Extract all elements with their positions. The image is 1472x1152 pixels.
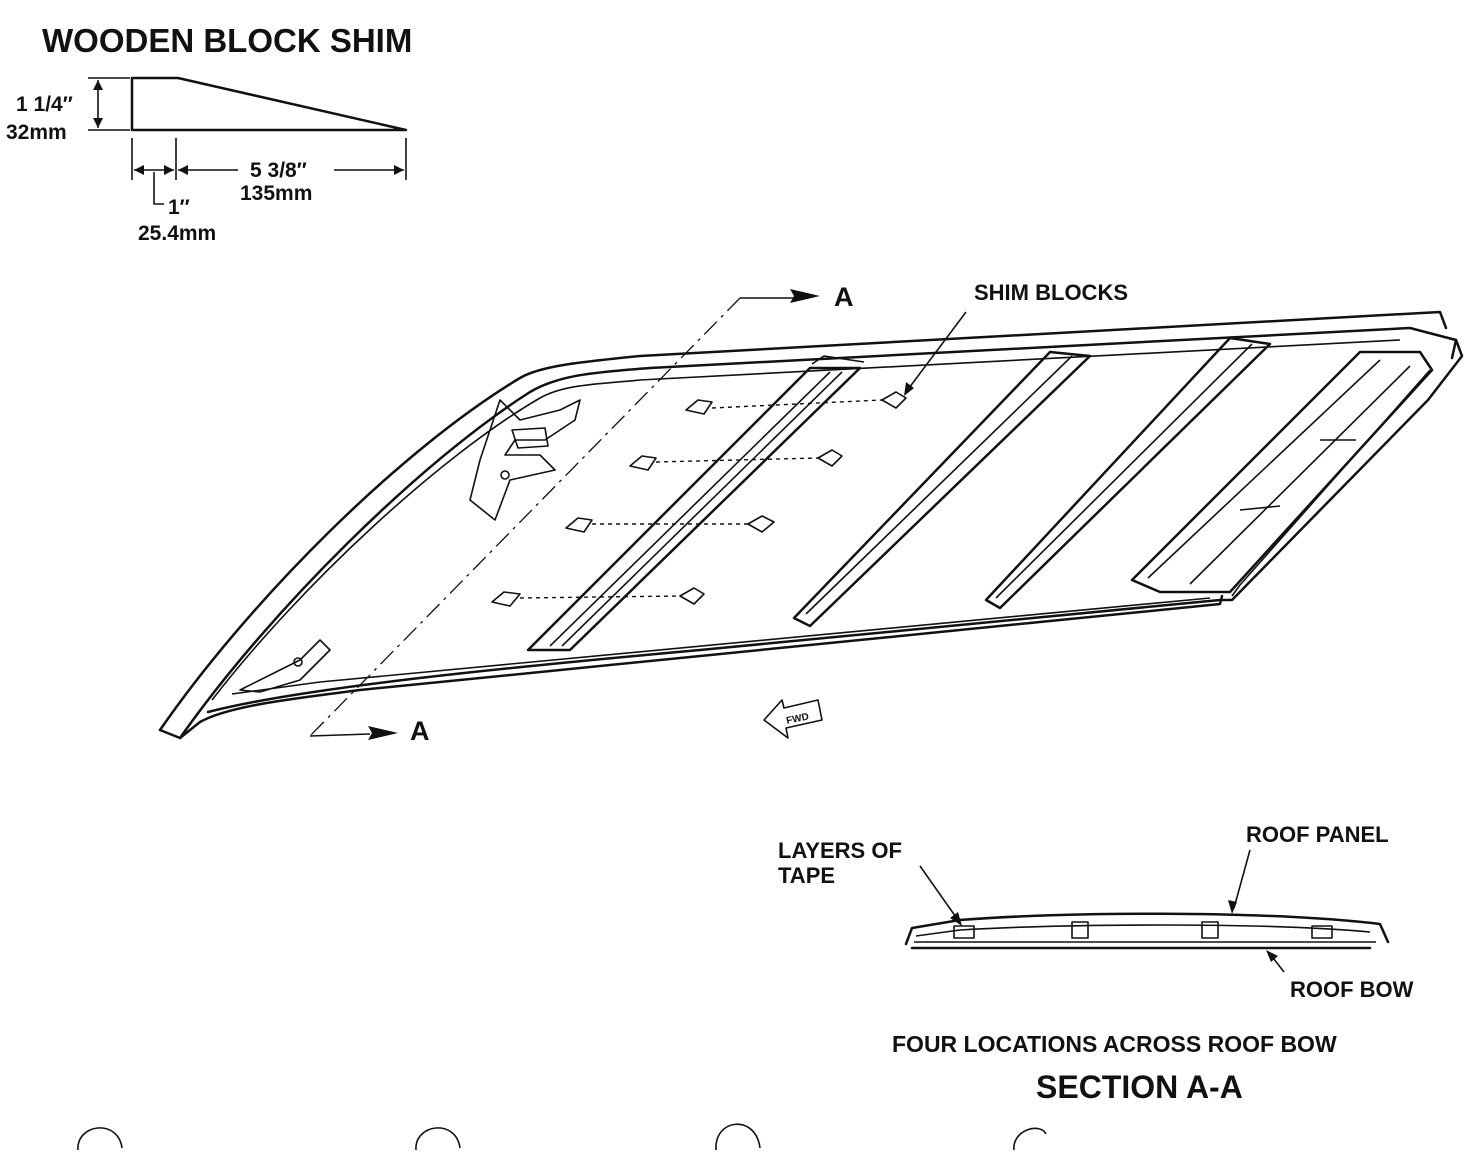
- shim-block: [629, 455, 657, 471]
- fwd-label: FWD: [785, 711, 810, 726]
- tape-layer: [953, 925, 975, 939]
- roof-bow-4: [1130, 350, 1434, 594]
- section-marker-bottom: A: [410, 716, 430, 746]
- section-title: SECTION A-A: [1036, 1069, 1243, 1105]
- wooden-block-shim-detail: WOODEN BLOCK SHIM 1 1/4″ 32mm 5 3/8″ 135…: [6, 22, 412, 245]
- fwd-arrow-icon: FWD: [763, 699, 823, 739]
- roof-bow-label: ROOF BOW: [1290, 977, 1414, 1002]
- shim-block: [685, 399, 713, 415]
- shim-length-in: 5 3/8″: [250, 159, 307, 182]
- shim-blocks: [491, 391, 907, 607]
- shim-block: [817, 449, 843, 467]
- shim-length-mm: 135mm: [240, 182, 312, 205]
- layers-of-tape-label: LAYERS OF: [778, 838, 902, 863]
- shim-wedge-shape: [130, 76, 408, 132]
- shim-block: [679, 587, 705, 605]
- binder-holes: [77, 1123, 1047, 1151]
- roof-bow-3: [984, 336, 1272, 610]
- shim-block: [565, 517, 593, 533]
- roof-bow-1: [526, 355, 865, 652]
- shim-tip-in: 1″: [168, 196, 190, 219]
- section-a-a-view: LAYERS OF TAPE ROOF PANEL ROOF BOW FOUR …: [778, 822, 1414, 1105]
- shim-height-in: 1 1/4″: [16, 93, 73, 116]
- roof-panel-label: ROOF PANEL: [1246, 822, 1389, 847]
- tape-layer: [1071, 921, 1089, 939]
- shim-tip-mm: 25.4mm: [138, 222, 216, 245]
- shim-block: [747, 515, 775, 533]
- section-marker-top: A: [834, 282, 854, 312]
- shim-blocks-label: SHIM BLOCKS: [974, 280, 1128, 305]
- layers-of-tape-label-2: TAPE: [778, 863, 835, 888]
- shim-title: WOODEN BLOCK SHIM: [42, 22, 412, 59]
- shim-block: [881, 391, 907, 409]
- tape-layer: [1311, 925, 1333, 939]
- section-caption: FOUR LOCATIONS ACROSS ROOF BOW: [892, 1031, 1337, 1057]
- tape-layer: [1201, 921, 1219, 939]
- shim-block: [491, 591, 521, 607]
- roof-panel-illustration: A A: [158, 280, 1464, 746]
- section-line: [309, 297, 741, 737]
- roof-bow-2: [792, 350, 1092, 628]
- shim-height-mm: 32mm: [6, 121, 67, 144]
